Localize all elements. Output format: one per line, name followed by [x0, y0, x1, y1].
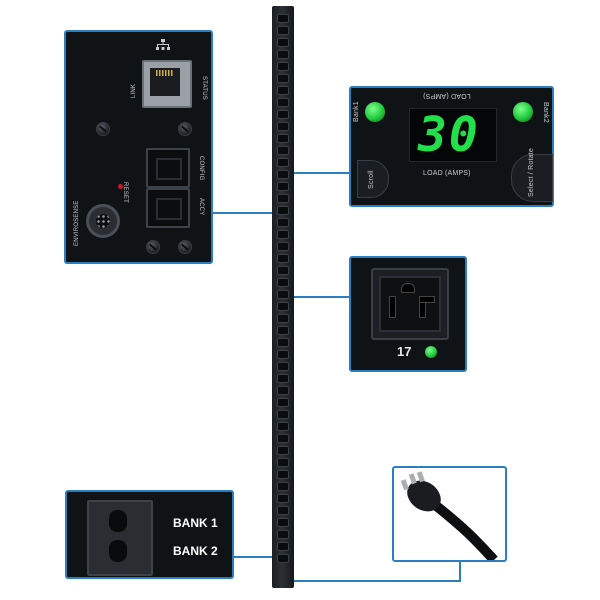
strip-outlet	[277, 374, 289, 383]
strip-outlet	[277, 218, 289, 227]
strip-outlet	[277, 62, 289, 71]
reset-button[interactable]	[118, 184, 123, 189]
envirosense-port[interactable]	[86, 204, 120, 238]
load-label-bottom: LOAD (AMPS)	[423, 170, 471, 177]
strip-outlet	[277, 242, 289, 251]
strip-outlet	[277, 134, 289, 143]
strip-outlet	[277, 110, 289, 119]
outlet-number: 17	[397, 344, 412, 359]
strip-outlet	[277, 470, 289, 479]
pdu-strip	[272, 6, 294, 588]
strip-outlet	[277, 446, 289, 455]
display-panel: Bank1 Bank2 LOAD (AMPS) 30 LOAD (AMPS) S…	[349, 86, 554, 207]
breaker-panel: BANK 1 BANK 2	[65, 490, 234, 579]
connector-line-plug	[292, 580, 460, 582]
reset-label: RESET	[122, 182, 128, 204]
bank2-led	[513, 102, 533, 122]
plug-image	[400, 471, 498, 560]
strip-outlet	[277, 542, 289, 551]
screw	[178, 122, 192, 136]
select-label: Select / Rotate	[528, 148, 535, 197]
strip-outlet	[277, 326, 289, 335]
load-value: 30	[418, 107, 480, 163]
scroll-button[interactable]: Scroll	[357, 160, 389, 198]
plug-panel	[392, 466, 507, 562]
strip-outlet	[277, 350, 289, 359]
connector-line-network	[211, 212, 273, 214]
strip-outlet	[277, 158, 289, 167]
strip-outlet	[277, 182, 289, 191]
strip-outlet	[277, 146, 289, 155]
bank2-label: Bank2	[542, 102, 549, 123]
strip-outlet	[277, 386, 289, 395]
strip-outlet	[277, 410, 289, 419]
strip-outlet	[277, 230, 289, 239]
connector-line-plug-vertical	[459, 560, 461, 582]
strip-outlet	[277, 50, 289, 59]
bank2-breaker[interactable]	[109, 540, 127, 562]
bank1-breaker[interactable]	[109, 510, 127, 532]
accy-port[interactable]	[146, 188, 190, 228]
bank2-breaker-label: BANK 2	[173, 544, 218, 558]
strip-outlet	[277, 398, 289, 407]
link-label: LINK	[131, 83, 137, 98]
connector-line-outlet	[292, 296, 350, 298]
bank1-led	[365, 102, 385, 122]
config-port[interactable]	[146, 148, 190, 188]
strip-outlet	[277, 74, 289, 83]
status-label: STATUS	[201, 76, 207, 100]
bank1-breaker-label: BANK 1	[173, 516, 218, 530]
strip-outlet	[277, 434, 289, 443]
outlet-panel: 17	[349, 256, 467, 372]
outlet-led	[425, 346, 437, 358]
strip-outlet	[277, 458, 289, 467]
strip-outlet	[277, 98, 289, 107]
strip-outlet	[277, 278, 289, 287]
breaker-block	[87, 500, 153, 576]
connector-line-display	[292, 172, 350, 174]
strip-outlet	[277, 338, 289, 347]
screw	[178, 240, 192, 254]
strip-outlet	[277, 314, 289, 323]
scroll-label: Scroll	[368, 170, 375, 189]
strip-outlet	[277, 14, 289, 23]
strip-outlet	[277, 38, 289, 47]
strip-outlet	[277, 422, 289, 431]
load-display: 30	[409, 107, 497, 163]
strip-outlet	[277, 302, 289, 311]
bank1-label: Bank1	[353, 101, 360, 122]
select-button[interactable]: Select / Rotate	[511, 148, 553, 202]
strip-outlet	[277, 122, 289, 131]
connector-line-breaker	[233, 556, 275, 558]
strip-outlet	[277, 254, 289, 263]
strip-outlet	[277, 206, 289, 215]
strip-outlet	[277, 290, 289, 299]
strip-outlet	[277, 26, 289, 35]
strip-outlet	[277, 86, 289, 95]
strip-outlet	[277, 170, 289, 179]
envirosense-label: ENVIROSENSE	[74, 200, 80, 246]
strip-outlet	[277, 194, 289, 203]
strip-outlet	[277, 554, 289, 563]
strip-outlet	[277, 362, 289, 371]
screw	[146, 240, 160, 254]
screw	[96, 122, 110, 136]
network-icon	[156, 38, 170, 50]
load-label-top: LOAD (AMPS)	[423, 92, 471, 99]
strip-outlet	[277, 518, 289, 527]
outlet-socket	[371, 268, 449, 340]
strip-outlet	[277, 506, 289, 515]
strip-outlet	[277, 266, 289, 275]
accy-label: ACCY	[198, 198, 204, 216]
strip-outlet	[277, 494, 289, 503]
network-panel: LINK STATUS CONFIG ACCY RESET ENVIROSENS…	[64, 30, 213, 264]
strip-outlet	[277, 482, 289, 491]
network-port[interactable]	[142, 60, 192, 108]
strip-outlet	[277, 530, 289, 539]
config-label: CONFIG	[198, 156, 204, 181]
